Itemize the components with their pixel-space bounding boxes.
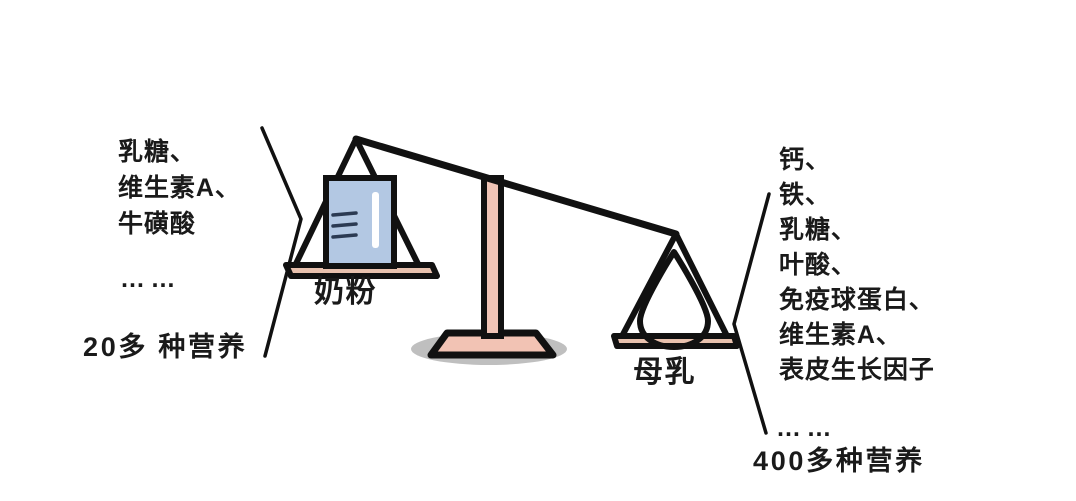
scale-base (427, 329, 557, 359)
label-milk-powder: 奶粉 (314, 276, 377, 309)
right-nutrient-item: 表皮生长因子 (779, 356, 935, 384)
right-pan-group (611, 231, 740, 350)
left-pan-group (283, 136, 440, 279)
right-nutrient-item: 铁、 (779, 181, 831, 209)
can-highlight (372, 192, 379, 248)
left-nutrient-item: 牛磺酸 (118, 210, 196, 238)
left-nutrient-list: 乳糖、 维生素A、 牛磺酸 (118, 140, 241, 248)
right-nutrient-list: 钙、 铁、 乳糖、 叶酸、 免疫球蛋白、 维生素A、 表皮生长因子 (779, 148, 935, 393)
can-label-lines (331, 211, 358, 239)
right-nutrient-count: 400多种营养 (753, 446, 925, 476)
milk-powder-can (323, 175, 397, 269)
left-nutrient-item: 乳糖、 (118, 138, 196, 166)
left-bracket (260, 126, 303, 358)
right-nutrient-item: 维生素A、 (779, 321, 902, 349)
right-bracket (732, 192, 771, 435)
left-nutrient-item: 维生素A、 (118, 174, 241, 202)
right-nutrient-item: 乳糖、 (779, 216, 857, 244)
right-ellipsis: …… (776, 414, 837, 442)
right-nutrient-item: 叶酸、 (779, 251, 857, 279)
right-nutrient-item: 钙、 (779, 146, 831, 174)
left-ellipsis: …… (120, 265, 181, 293)
scale-post (481, 175, 504, 339)
right-nutrient-item: 免疫球蛋白、 (779, 286, 935, 314)
right-pan-hanger (617, 231, 732, 343)
milk-droplet (637, 249, 711, 350)
scale-beam (352, 135, 680, 238)
left-nutrient-count: 20多 种营养 (83, 332, 248, 362)
label-breast-milk: 母乳 (633, 356, 696, 389)
